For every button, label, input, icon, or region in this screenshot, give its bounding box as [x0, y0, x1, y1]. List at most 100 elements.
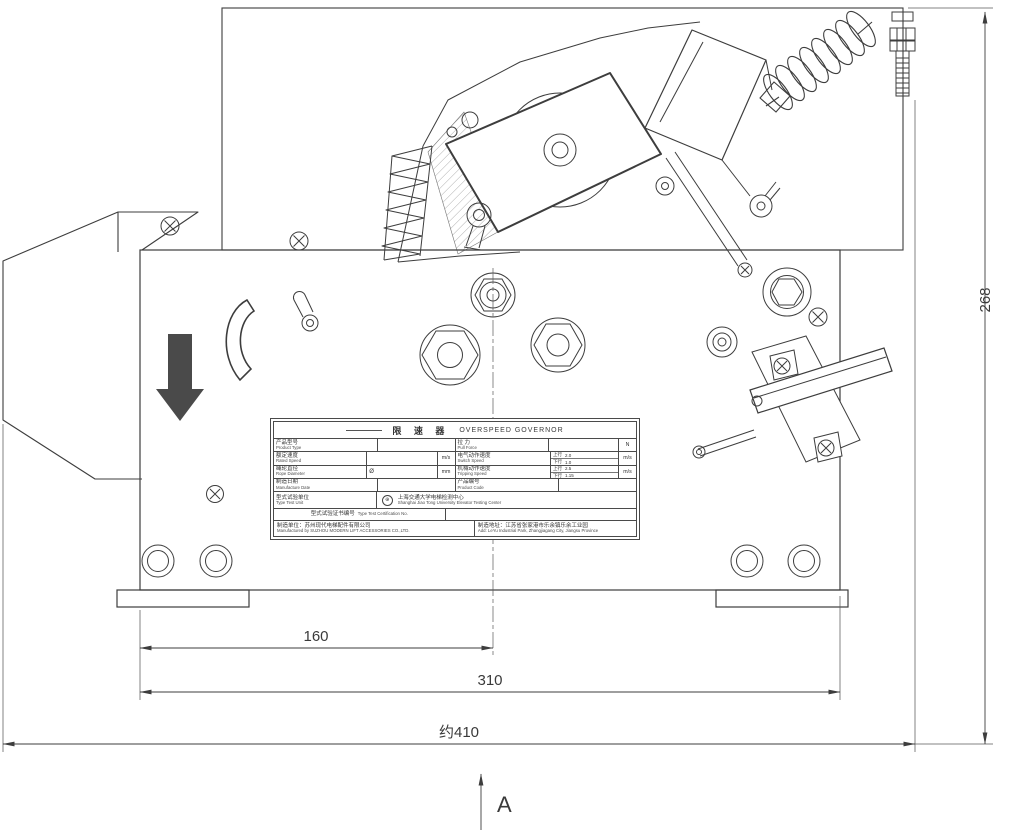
updown-down: 下行 1.15 [551, 473, 618, 479]
field-label: 拉 力 Pull Force [456, 439, 549, 452]
linkage-rod [665, 151, 753, 278]
label-cn: 机械动作速度 [457, 466, 491, 473]
screw-icon [808, 307, 828, 327]
up-label: 上行 [552, 465, 562, 471]
screw-icon [160, 216, 180, 236]
test-unit-cn: 上海交通大学电梯检测中心 [397, 494, 464, 501]
nameplate-title-cn: 限 速 器 [392, 425, 450, 436]
left-bracket [2, 211, 199, 480]
field-updown: 上行 2.0 下行 1.0 [550, 452, 619, 465]
test-unit-value: ⊕ 上海交通大学电梯检测中心 Shanghai Jiao Tong Univer… [377, 492, 636, 508]
tension-coil-spring [381, 145, 433, 261]
label-cn: 拉 力 [457, 439, 471, 446]
test-unit-en: Shanghai Jiao Tong University Elevator T… [397, 499, 502, 505]
nameplate-row-pull-force: 拉 力 Pull Force N [455, 439, 636, 453]
field-value [367, 452, 438, 465]
updown-up: 上行 2.5 [550, 465, 618, 473]
down-label: 下行 [552, 459, 562, 465]
small-nut [706, 326, 738, 358]
nameplate-row-product-type: 产品型号 Product Type [274, 439, 455, 453]
nameplate-left-column: 产品型号 Product Type 额定速度 Rated Speed m/s 绳 [274, 439, 456, 491]
nameplate-row-manufacture-date: 制造日期 Manufacture Date [274, 478, 455, 491]
up-value: 2.0 [564, 452, 572, 458]
test-unit-text: 上海交通大学电梯检测中心 Shanghai Jiao Tong Universi… [398, 495, 502, 506]
field-label: 产品型号 Product Type [274, 439, 378, 452]
anchor-bolt [730, 544, 764, 578]
governor-mechanism [381, 21, 781, 278]
switch-assembly [692, 335, 893, 463]
nameplate-row-rated-speed: 额定速度 Rated Speed m/s [274, 452, 455, 466]
screw-icon [773, 357, 791, 375]
nameplate-row-test-unit: 型式试验单位 Type Test Unit ⊕ 上海交通大学电梯检测中心 Sha… [274, 492, 636, 509]
field-label: 型式试验证书编号 Type Test Certification No. [274, 509, 446, 520]
dim-160-label: 160 [303, 628, 328, 645]
main-spring [759, 10, 876, 113]
field-unit: N [625, 442, 630, 449]
anchor-bolt [787, 544, 821, 578]
nameplate-row-product-code: 产品编号 Product Code [456, 478, 637, 491]
field-label: 绳轮直径 Rope Diameter [274, 465, 368, 478]
label-cn: 型式试验证书编号 [310, 511, 355, 518]
label-en: Switch Speed [457, 458, 484, 464]
small-lever [292, 290, 319, 332]
cert-value [446, 509, 636, 520]
tripping-block [644, 29, 773, 197]
up-label: 上行 [552, 452, 562, 458]
label-en: Pull Force [457, 444, 477, 450]
plate-details [141, 216, 893, 578]
label-en: Manufacture Date [276, 484, 311, 490]
field-unit: m/s [623, 468, 632, 475]
field-value [378, 439, 455, 451]
maker-block: 制造单位：苏州现代电梯配件有限公司 Manufactured by SUZHOU… [274, 521, 474, 536]
anchor-bolt [199, 544, 233, 578]
dim-310-label: 310 [477, 672, 502, 689]
screw-icon [817, 439, 835, 457]
label-en: Type Test Unit [276, 499, 304, 505]
bearing-hub [762, 267, 812, 317]
down-value: 1.15 [564, 473, 574, 478]
address-cn: 制造地址：江苏省张家港市乐余镇乐余工业园 [477, 523, 588, 530]
label-en: Tripping Speed [457, 471, 487, 477]
brand-mark-icon [346, 430, 383, 431]
nameplate-row-rope-diameter: 绳轮直径 Rope Diameter Ø mm [274, 465, 455, 479]
field-label: 电气动作速度 Switch Speed [456, 452, 551, 465]
label-cn: 绳轮直径 [276, 466, 299, 473]
clevis-pin [749, 181, 781, 218]
field-value [549, 439, 619, 452]
cam-hook [225, 298, 256, 382]
nameplate-right-column: 拉 力 Pull Force N 电气动作速度 Switch Speed 上行 [455, 439, 637, 491]
anchor-bolt [141, 544, 175, 578]
nameplate-body: 产品型号 Product Type 额定速度 Rated Speed m/s 绳 [274, 439, 636, 492]
screw-icon [289, 231, 309, 251]
nameplate-title-row: 限 速 器 OVERSPEED GOVERNOR [274, 422, 636, 439]
label-en: Type Test Certification No. [357, 511, 408, 517]
field-label: 额定速度 Rated Speed [274, 452, 368, 465]
maker-en: Manufactured by SUZHOU MODERN LIFT ACCES… [277, 528, 410, 534]
nameplate-footer: 制造单位：苏州现代电梯配件有限公司 Manufactured by SUZHOU… [274, 521, 636, 536]
down-value: 1.0 [564, 459, 572, 465]
hex-bolt-large [419, 324, 481, 386]
label-cn: 产品编号 [457, 479, 480, 486]
field-label: 制造日期 Manufacture Date [274, 478, 378, 491]
nameplate: 限 速 器 OVERSPEED GOVERNOR 产品型号 Product Ty… [270, 418, 640, 540]
label-cn: 型式试验单位 [276, 494, 310, 501]
mounting-foot-right [715, 589, 849, 608]
label-en: Product Type [276, 444, 302, 450]
maker-cn: 制造单位：苏州现代电梯配件有限公司 [277, 523, 371, 530]
nameplate-row-certification: 型式试验证书编号 Type Test Certification No. [274, 509, 636, 521]
updown-down: 下行 1.0 [551, 459, 618, 465]
mounting-foot-left [116, 589, 250, 608]
address-en: Add: LeYu Industrial Park, Zhangjiagang … [477, 528, 599, 534]
adjusting-bolt [463, 202, 492, 251]
nameplate-inner-border: 限 速 器 OVERSPEED GOVERNOR 产品型号 Product Ty… [273, 421, 637, 537]
updown-up: 上行 2.0 [550, 452, 618, 460]
field-label: 型式试验单位 Type Test Unit [274, 492, 377, 508]
field-value [559, 479, 636, 491]
field-unit: mm [441, 468, 451, 475]
section-label-a: A [497, 792, 512, 817]
label-cn: 电气动作速度 [457, 452, 491, 459]
field-value: Ø [367, 465, 438, 478]
nameplate-row-switch-speed: 电气动作速度 Switch Speed 上行 2.0 下行 1.0 m/s [455, 452, 636, 466]
dim-410-label: 约410 [439, 724, 479, 741]
